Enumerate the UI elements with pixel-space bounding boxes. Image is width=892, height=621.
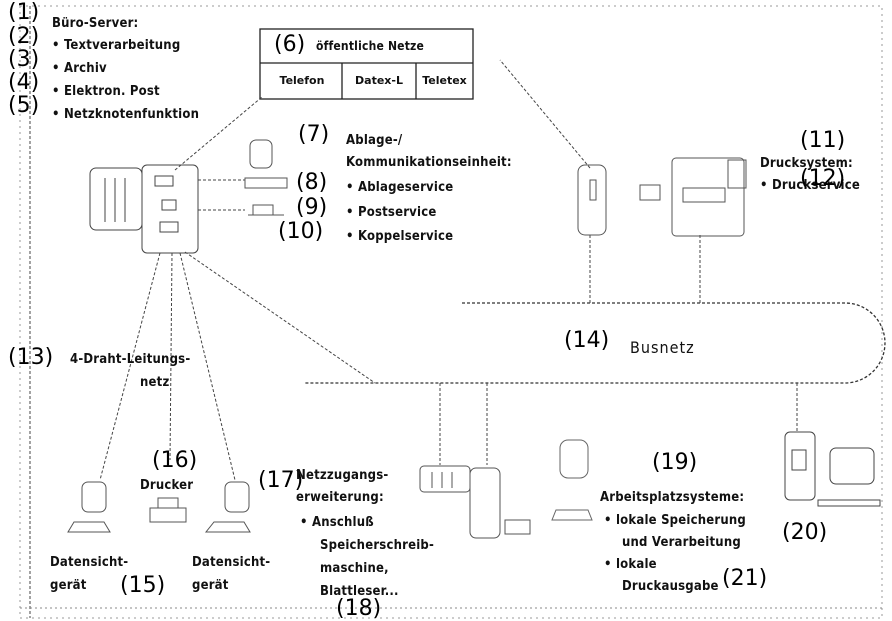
num-8: (8): [296, 170, 328, 195]
num-21: (21): [722, 566, 768, 591]
print-system-title: Drucksystem:: [760, 156, 853, 171]
terminal-left-label-1: Datensicht-: [50, 555, 129, 570]
num-15: (15): [120, 573, 166, 598]
extension-title-1: Netzzugangs-: [296, 468, 389, 483]
line-server-to-bus: [184, 251, 376, 384]
server-item-mail: • Elektron. Post: [52, 84, 160, 99]
terminal-left-label-2: gerät: [50, 578, 87, 593]
num-16: (16): [152, 448, 198, 473]
public-networks-title: öffentliche Netze: [316, 39, 425, 53]
extension-item-1: • Anschluß: [300, 515, 374, 530]
wire-network-line-1: 4-Draht-Leitungs-: [70, 352, 191, 367]
storage-item-koppel: • Koppelservice: [346, 229, 454, 244]
connector-lines: [29, 6, 798, 618]
storage-item-post: • Postservice: [346, 205, 437, 220]
num-11: (11): [800, 128, 846, 153]
line-print-to-public: [499, 59, 591, 169]
server-item-text: • Textverarbeitung: [52, 38, 181, 53]
workstation-middle-icon: [551, 439, 593, 521]
terminal-left-icon: [67, 481, 111, 533]
print-system-icon: [577, 157, 747, 237]
bus-network-loop: [305, 302, 886, 384]
extension-item-2: Speicherschreib-: [320, 538, 435, 553]
line-server-to-public: [174, 96, 263, 171]
extension-item-4: Blattleser...: [320, 584, 399, 599]
num-2: (2): [8, 24, 40, 49]
workstation-right-icon: [784, 431, 881, 507]
storage-title-1: Ablage-/: [346, 133, 403, 148]
num-6: (6): [274, 32, 306, 57]
line-wire-left: [99, 252, 161, 481]
num-7: (7): [298, 122, 330, 147]
num-20: (20): [782, 520, 828, 545]
num-10: (10): [278, 219, 324, 244]
extension-item-3: maschine,: [320, 561, 389, 576]
bus-network-label: Busnetz: [630, 338, 695, 357]
server-rack-icon: [89, 164, 199, 254]
num-18: (18): [336, 596, 382, 621]
num-3: (3): [8, 47, 40, 72]
cell-telefon: Telefon: [279, 74, 325, 87]
line-wire-right: [179, 252, 236, 481]
workstations-item2-line2: Druckausgabe: [622, 579, 719, 594]
wire-network-line-2: netz: [140, 375, 170, 390]
num-1: (1): [8, 0, 40, 25]
line-wire-mid: [169, 252, 173, 461]
workstations-item1-line1: • lokale Speicherung: [604, 513, 746, 528]
workstations-item2-line1: • lokale: [604, 557, 657, 572]
storage-unit-icon: [244, 139, 288, 216]
server-item-archive: • Archiv: [52, 61, 107, 76]
public-networks-box: [259, 28, 474, 100]
server-title: Büro-Server:: [52, 16, 139, 31]
terminal-right-label-1: Datensicht-: [192, 555, 271, 570]
num-9: (9): [296, 195, 328, 220]
terminal-right-icon: [204, 481, 251, 533]
terminal-right-label-2: gerät: [192, 578, 229, 593]
num-4: (4): [8, 70, 40, 95]
cell-datex: Datex-L: [355, 74, 403, 87]
printer-label: Drucker: [140, 478, 194, 493]
cell-teletex: Teletex: [422, 74, 467, 87]
server-item-node: • Netzknotenfunktion: [52, 107, 200, 122]
num-14: (14): [564, 328, 610, 353]
extension-title-2: erweiterung:: [296, 490, 384, 505]
diagram-frame: [19, 5, 883, 619]
num-13: (13): [8, 345, 54, 370]
num-19: (19): [652, 450, 698, 475]
workstations-title: Arbeitsplatzsysteme:: [600, 490, 745, 505]
workstations-item1-line2: und Verarbeitung: [622, 535, 741, 550]
num-12: (12): [800, 166, 846, 191]
storage-title-2: Kommunikationseinheit:: [346, 155, 512, 170]
printer-icon: [149, 497, 187, 523]
storage-item-ablage: • Ablageservice: [346, 180, 454, 195]
print-system-item: • Druckservice: [760, 178, 861, 193]
network-extension-icon: [419, 465, 531, 539]
num-5: (5): [8, 93, 40, 118]
num-17: (17): [258, 468, 304, 493]
